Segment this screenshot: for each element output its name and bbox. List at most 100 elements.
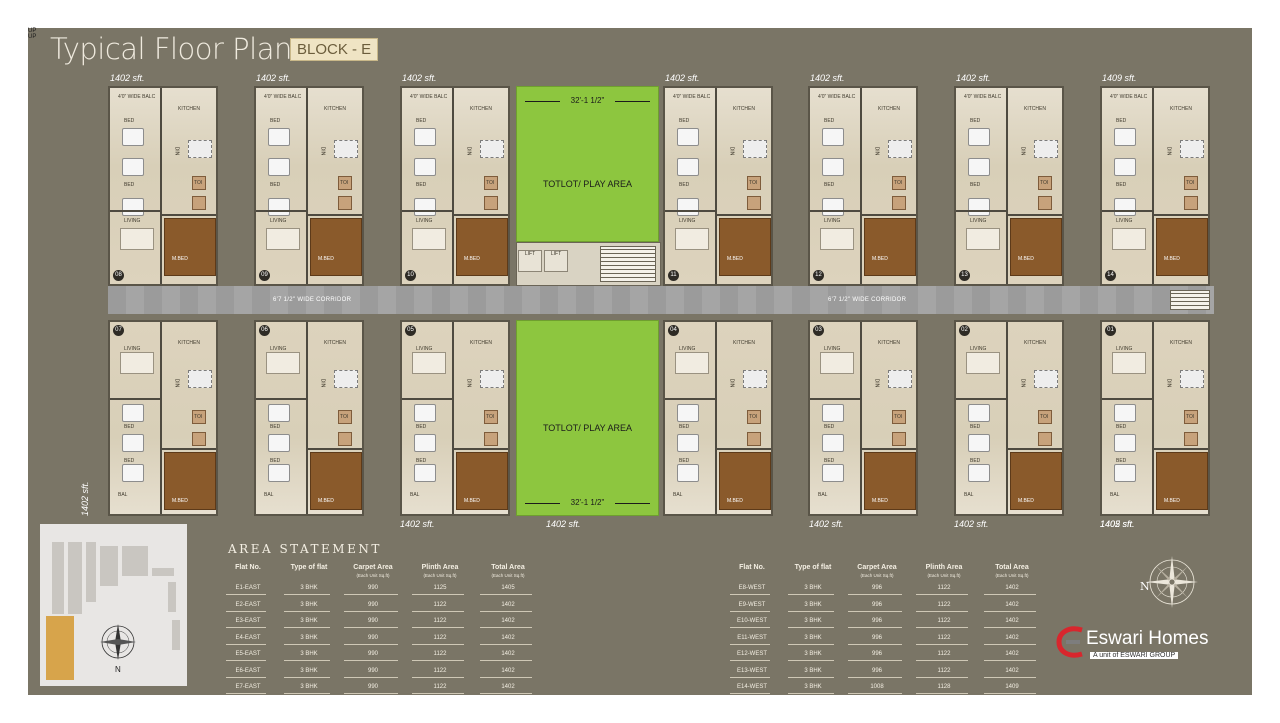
table-rule	[848, 643, 902, 645]
room-label-din: DIN	[728, 146, 735, 156]
table-rule	[284, 693, 330, 694]
toilet	[1184, 176, 1198, 190]
flat-area-label: 1402 sft.	[956, 73, 991, 83]
interior-wall	[1152, 88, 1154, 284]
room-label-kitchen: KITCHEN	[733, 340, 755, 346]
key-plan-compass-icon	[100, 624, 136, 660]
room-label-bed: BED	[824, 458, 835, 464]
room-label-bed: BED	[270, 424, 281, 430]
table-rule	[984, 610, 1036, 612]
totlot-dimension: 32'-1 1/2"	[525, 95, 650, 107]
room-label-mbed: M.BED	[318, 256, 334, 262]
dining-table	[743, 140, 767, 158]
table-rule	[788, 594, 834, 595]
interior-wall	[665, 398, 717, 400]
table-cell: 1122	[433, 684, 447, 690]
room-label-mbed: M.BED	[727, 498, 743, 504]
interior-wall	[1008, 214, 1062, 216]
table-rule	[916, 594, 968, 595]
flat-area-label: 1402 sft.	[810, 73, 845, 83]
interior-wall	[1006, 322, 1008, 514]
room-label-living: LIVING	[1116, 218, 1133, 224]
toilet	[1038, 196, 1052, 210]
room-label-bed: BED	[124, 424, 135, 430]
dining-table	[1034, 370, 1058, 388]
table-rule	[916, 610, 968, 612]
table-rule	[480, 643, 532, 645]
table-rule	[344, 594, 398, 595]
room-label-bed: BED	[679, 424, 690, 430]
room-label-balcony: BAL	[1110, 492, 1120, 498]
table-rule	[730, 594, 770, 595]
bed-furniture	[677, 128, 699, 146]
room-label-living: LIVING	[824, 346, 841, 352]
room-label-balcony: 4'0" WIDE BALC	[1110, 94, 1148, 100]
bed-furniture	[268, 158, 290, 176]
toilet	[484, 196, 498, 210]
bed-furniture	[822, 434, 844, 452]
floor-plan: M.BED BED BED LIVING KITCHEN DIN TOI 4'0" WIDE …	[28, 28, 1252, 529]
room-label-bed: BED	[1116, 118, 1127, 124]
room-label-balcony: BAL	[118, 492, 128, 498]
toilet	[192, 176, 206, 190]
toilet	[747, 432, 761, 446]
table-header: Plinth Area	[421, 564, 459, 571]
room-label-din: DIN	[319, 146, 326, 156]
table-rule	[848, 676, 902, 678]
toilet	[338, 410, 352, 424]
table-rule	[730, 643, 770, 645]
table-cell: 1402	[501, 634, 515, 641]
room-label-balcony: 4'0" WIDE BALC	[818, 94, 856, 100]
toilet	[484, 432, 498, 446]
flat-number-badge: 03	[813, 325, 824, 336]
flat-number-badge: 05	[405, 325, 416, 336]
interior-wall	[810, 398, 862, 400]
bed-furniture	[414, 198, 436, 216]
bed-furniture	[122, 434, 144, 452]
room-label-toi: TOI	[1186, 180, 1195, 186]
table-rule	[788, 660, 834, 661]
table-header-unit: (Each Unit Sq.ft)	[423, 573, 457, 578]
toilet	[338, 176, 352, 190]
flat-area-label: 1402 sft.	[80, 481, 90, 516]
dining-table	[480, 370, 504, 388]
flat-number-badge: 12	[813, 270, 824, 281]
toilet	[1184, 410, 1198, 424]
table-rule	[284, 594, 330, 595]
bed-furniture	[1114, 158, 1136, 176]
table-rule	[412, 693, 464, 694]
dining-table	[888, 370, 912, 388]
table-cell: 996	[871, 585, 882, 591]
bed-furniture	[414, 404, 436, 422]
lift-shaft: LIFT	[518, 250, 542, 272]
room-label-bed: BED	[679, 458, 690, 464]
table-rule	[226, 610, 266, 612]
totlot-label: TOTLOT/ PLAY AREA	[542, 179, 633, 189]
room-label-bed: BED	[970, 458, 981, 464]
table-rule	[344, 610, 398, 612]
master-bedroom	[164, 218, 216, 276]
room-label-toi: TOI	[486, 180, 495, 186]
table-rule	[344, 627, 398, 628]
toilet	[747, 196, 761, 210]
room-label-bed: BED	[970, 118, 981, 124]
bed-furniture	[968, 198, 990, 216]
table-cell: 1122	[433, 618, 447, 624]
table-rule	[984, 627, 1036, 628]
interior-wall	[306, 322, 308, 514]
room-label-mbed: M.BED	[464, 256, 480, 262]
totlot-dimension: 32'-1 1/2"	[525, 497, 650, 509]
compass-rose-icon	[1146, 556, 1198, 608]
table-rule	[730, 693, 770, 694]
room-label-balcony: BAL	[264, 492, 274, 498]
interior-wall	[110, 398, 162, 400]
toilet	[192, 196, 206, 210]
interior-wall	[308, 214, 362, 216]
room-label-bed: BED	[124, 182, 135, 188]
table-cell: 1402	[501, 684, 515, 690]
room-label-bed: BED	[416, 458, 427, 464]
bed-furniture	[968, 464, 990, 482]
